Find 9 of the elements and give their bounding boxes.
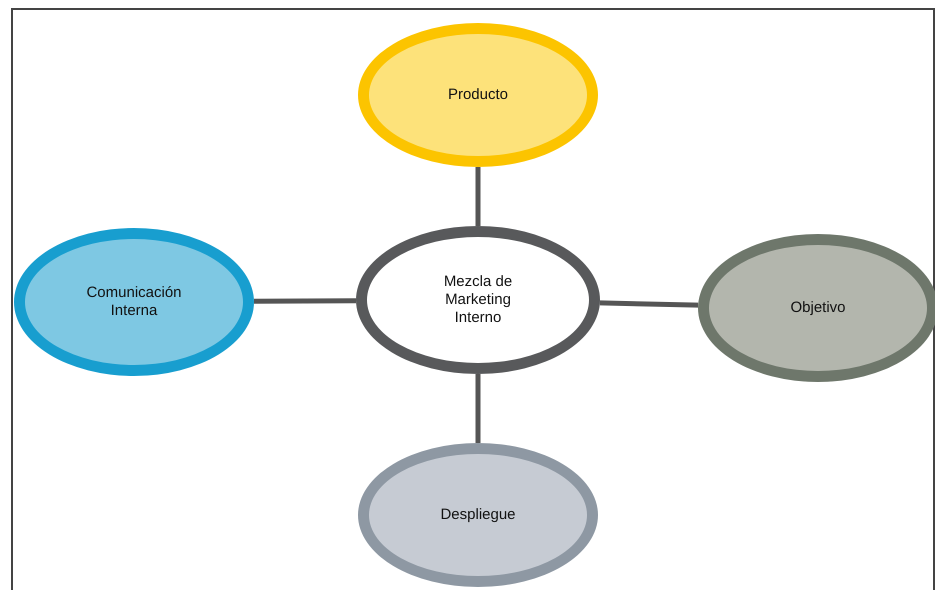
node-label: Despliegue [440, 506, 516, 524]
connector-line [476, 374, 480, 443]
node-label: Mezcla de Marketing Interno [442, 273, 514, 327]
node-label: Producto [448, 86, 508, 104]
connector-line [476, 167, 480, 226]
connector-line [600, 300, 698, 308]
node-label: Comunicación Interna [85, 284, 183, 320]
node-label: Objetivo [790, 299, 846, 317]
connector-line [254, 298, 356, 304]
